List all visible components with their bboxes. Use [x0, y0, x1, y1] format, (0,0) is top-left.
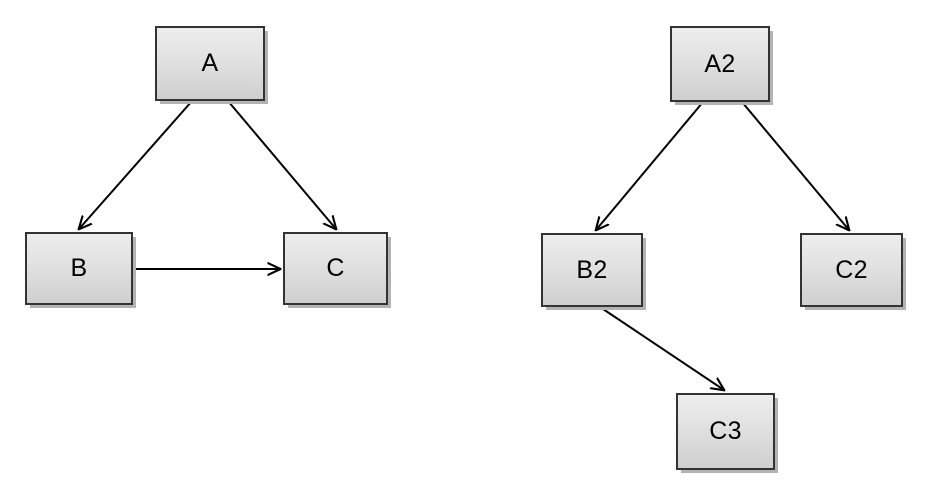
node-c3[interactable]: C3: [676, 393, 775, 470]
node-label: A: [201, 49, 219, 77]
edge-a-to-c: [227, 100, 336, 229]
node-label: C2: [835, 255, 868, 284]
edge-a2-to-c2: [741, 101, 849, 230]
node-b2[interactable]: B2: [541, 233, 643, 307]
node-c2[interactable]: C2: [800, 233, 903, 307]
node-label: C3: [709, 417, 742, 445]
node-b[interactable]: B: [25, 232, 133, 305]
node-label: A2: [704, 49, 736, 78]
node-c[interactable]: C: [283, 232, 388, 305]
node-a[interactable]: A: [155, 26, 265, 101]
edge-a-to-b: [79, 100, 193, 229]
node-label: B: [70, 254, 88, 282]
edge-a2-to-b2: [596, 101, 704, 230]
edge-b2-to-c3: [599, 306, 724, 390]
node-label: B2: [576, 255, 608, 284]
node-label: C: [326, 254, 345, 282]
node-a2[interactable]: A2: [670, 26, 770, 102]
